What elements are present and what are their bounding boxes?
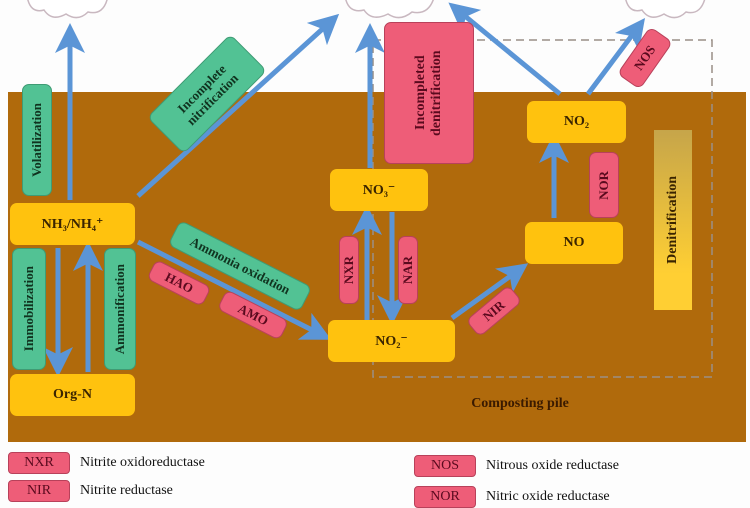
enzyme-nor: NOR [589,152,619,218]
enzyme-nxr: NXR [339,236,359,304]
process-ammonification: Ammonification [104,248,136,370]
legend-item: NIR Nitrite reductase [8,480,173,502]
cloud-icon-right [625,0,706,19]
legend-name: Nitric oxide reductase [486,489,610,504]
legend-code: NXR [8,452,70,474]
legend-name: Nitrite oxidoreductase [80,455,205,470]
legend-name: Nitrite reductase [80,483,173,498]
process-incompleted-denitrification: Incompleted denitrification [384,22,474,164]
composting-pile-label: Composting pile [471,396,569,411]
arrow-incomplete-nitrification [136,13,340,198]
legend-item: NOS Nitrous oxide reductase [414,455,619,477]
node-no: NO [525,222,623,264]
arrow-ammonia-oxidation [136,239,332,340]
node-n2o: NO₂ [527,101,626,143]
enzyme-nar: NAR [398,236,418,304]
process-volatilization: Volatilization [22,84,52,196]
legend-code: NOS [414,455,476,477]
legend-item: NXR Nitrite oxidoreductase [8,452,205,474]
cloud-icon-middle [345,0,434,19]
cloud-icon-left [27,0,108,19]
legend-code: NIR [8,480,70,502]
denitrification-bar: Denitrification [654,130,692,310]
legend-name: Nitrous oxide reductase [486,458,619,473]
node-no2-minus: NO₂⁻ [328,320,455,362]
legend-item: NOR Nitric oxide reductase [414,486,610,508]
node-no3: NO₃⁻ [330,169,428,211]
arrow-n2o-to-air [448,2,562,96]
process-immobilization: Immobilization [12,248,46,370]
arrow-nos [586,18,645,96]
arrow-nir [450,263,529,321]
node-nh3-nh4: NH₃/NH₄⁺ [10,203,135,245]
node-org-n: Org-N [10,374,135,416]
legend-code: NOR [414,486,476,508]
